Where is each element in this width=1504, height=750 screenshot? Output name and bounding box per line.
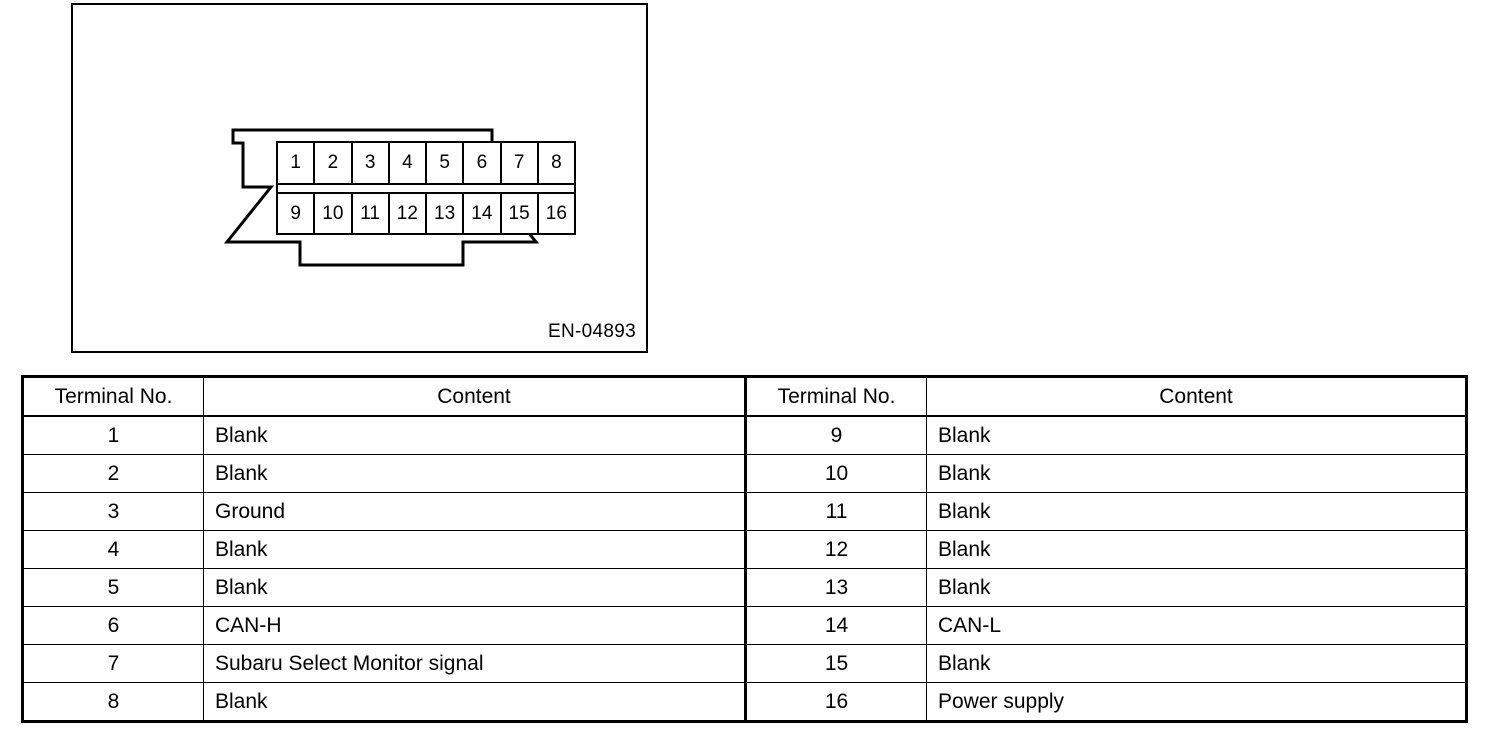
pin-cell-13: 13 (427, 193, 465, 233)
pin-cell-4: 4 (389, 143, 427, 183)
pin-row-top: 1 2 3 4 5 6 7 8 (278, 143, 574, 183)
pin-cell-1: 1 (278, 143, 316, 183)
cell-terminal: 5 (21, 568, 204, 607)
connector-pin-grid: 1 2 3 4 5 6 7 8 9 10 11 12 13 14 15 16 (276, 141, 576, 235)
pin-row-bottom: 9 10 11 12 13 14 15 16 (278, 193, 574, 233)
cell-content: Subaru Select Monitor signal (203, 644, 746, 683)
table-row: 3 Ground 11 Blank (21, 492, 1468, 531)
cell-terminal: 15 (744, 644, 927, 683)
pin-cell-8: 8 (538, 143, 574, 183)
cell-terminal: 7 (21, 644, 204, 683)
table-row: 7 Subaru Select Monitor signal 15 Blank (21, 644, 1468, 683)
cell-terminal: 11 (744, 492, 927, 531)
header-terminal-left: Terminal No. (21, 375, 204, 417)
table-header-row: Terminal No. Content Terminal No. Conten… (21, 375, 1468, 417)
cell-content: CAN-L (926, 606, 1468, 645)
cell-terminal: 8 (21, 682, 204, 723)
cell-content: Blank (926, 568, 1468, 607)
cell-content: Blank (203, 454, 746, 493)
pin-cell-6: 6 (464, 143, 502, 183)
cell-terminal: 3 (21, 492, 204, 531)
table-row: 6 CAN-H 14 CAN-L (21, 606, 1468, 645)
cell-content: Blank (203, 682, 746, 723)
header-terminal-right: Terminal No. (744, 375, 927, 417)
cell-terminal: 4 (21, 530, 204, 569)
pin-cell-5: 5 (427, 143, 465, 183)
cell-content: Blank (203, 568, 746, 607)
figure-caption: EN-04893 (548, 321, 636, 342)
cell-content: CAN-H (203, 606, 746, 645)
cell-terminal: 16 (744, 682, 927, 723)
cell-content: Blank (926, 415, 1468, 455)
cell-content: Power supply (926, 682, 1468, 723)
cell-content: Blank (926, 492, 1468, 531)
figure-frame: 1 2 3 4 5 6 7 8 9 10 11 12 13 14 15 16 E… (71, 3, 648, 353)
pin-cell-14: 14 (464, 193, 502, 233)
pin-cell-16: 16 (538, 193, 574, 233)
cell-terminal: 9 (744, 415, 927, 455)
cell-terminal: 2 (21, 454, 204, 493)
table-row: 4 Blank 12 Blank (21, 530, 1468, 569)
cell-content: Blank (926, 454, 1468, 493)
pin-cell-11: 11 (352, 193, 390, 233)
cell-content: Blank (203, 415, 746, 455)
cell-terminal: 6 (21, 606, 204, 645)
pin-cell-9: 9 (278, 193, 316, 233)
pin-cell-7: 7 (501, 143, 539, 183)
cell-terminal: 13 (744, 568, 927, 607)
header-content-right: Content (926, 375, 1468, 417)
cell-content: Blank (926, 530, 1468, 569)
pin-cell-3: 3 (352, 143, 390, 183)
cell-content: Ground (203, 492, 746, 531)
table-row: 5 Blank 13 Blank (21, 568, 1468, 607)
terminal-assignment-table: Terminal No. Content Terminal No. Conten… (21, 375, 1468, 723)
table-row: 1 Blank 9 Blank (21, 415, 1468, 455)
table-row: 2 Blank 10 Blank (21, 454, 1468, 493)
table-row: 8 Blank 16 Power supply (21, 682, 1468, 723)
cell-content: Blank (926, 644, 1468, 683)
pin-cell-12: 12 (389, 193, 427, 233)
cell-terminal: 12 (744, 530, 927, 569)
cell-terminal: 14 (744, 606, 927, 645)
pin-cell-15: 15 (501, 193, 539, 233)
pin-cell-10: 10 (315, 193, 353, 233)
cell-content: Blank (203, 530, 746, 569)
header-content-left: Content (203, 375, 746, 417)
cell-terminal: 1 (21, 415, 204, 455)
pin-cell-2: 2 (315, 143, 353, 183)
table-body: 1 Blank 9 Blank 2 Blank 10 Blank 3 Groun… (21, 415, 1468, 723)
pin-row-divider (278, 182, 574, 194)
cell-terminal: 10 (744, 454, 927, 493)
